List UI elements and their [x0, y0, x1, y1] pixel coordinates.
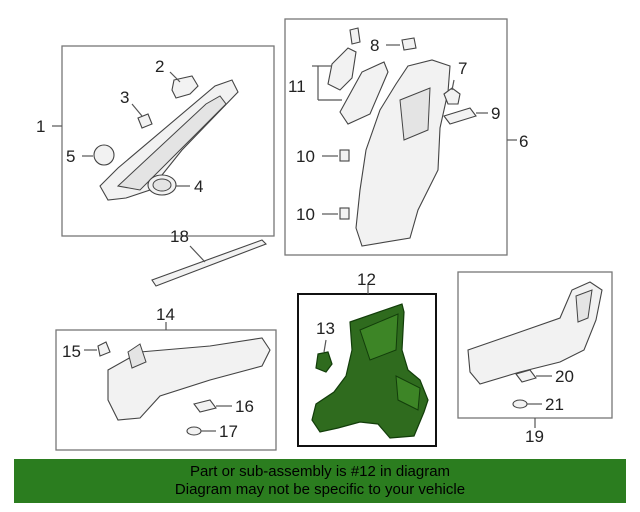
group-19: 19 20 21: [457, 271, 613, 446]
group-1-box: [61, 45, 275, 237]
callout-18: 18: [170, 227, 189, 246]
part-15-clip: [97, 341, 111, 357]
callout-10b: 10: [296, 205, 315, 224]
callout-7: 7: [458, 59, 467, 78]
callout-13: 13: [316, 319, 335, 338]
callout-9: 9: [491, 104, 500, 123]
rear-sill-trim: [467, 281, 603, 385]
callout-12: 12: [357, 270, 376, 289]
banner-line-1: Part or sub-assembly is #12 in diagram: [189, 463, 451, 480]
part-5-grille: [93, 144, 115, 166]
part-17-retainer: [186, 426, 202, 436]
part-16-clip: [193, 399, 217, 413]
callout-6: 6: [519, 132, 528, 151]
callout-17: 17: [219, 422, 238, 441]
banner-line-2: Diagram may not be specific to your vehi…: [174, 481, 466, 498]
part-2-clip: [171, 75, 199, 99]
callout-11: 11: [288, 77, 306, 96]
group-12-box: [297, 293, 437, 447]
b-pillar-lower-trim[interactable]: [311, 303, 429, 439]
callout-10a: 10: [296, 147, 315, 166]
part-8-clip: [401, 37, 417, 51]
info-banner: Part or sub-assembly is #12 in diagram D…: [14, 459, 626, 503]
part-7-bolt: [443, 87, 461, 105]
part-10-clip-lower: [339, 207, 350, 220]
group-6-box: [284, 18, 508, 256]
part-20-clip: [515, 369, 537, 383]
part-13-clip[interactable]: [315, 351, 333, 373]
callout-2: 2: [155, 57, 164, 76]
callout-16: 16: [235, 397, 254, 416]
callout-19: 19: [525, 427, 544, 446]
part-21-retainer: [512, 399, 528, 409]
group-12: 12 13: [297, 270, 437, 447]
part-11-upper: [327, 47, 357, 91]
callout-5: 5: [66, 147, 75, 166]
callout-3: 3: [120, 88, 129, 107]
part-18: 18: [151, 227, 267, 287]
front-sill-trim: [107, 337, 271, 421]
callout-8: 8: [370, 36, 379, 55]
callout-1: 1: [36, 117, 45, 136]
group-6: 6 11 8 7 9 10 10: [284, 18, 528, 256]
callout-15: 15: [62, 342, 81, 361]
group-1: 1 2 3 5 4: [36, 45, 275, 237]
callout-4: 4: [194, 177, 203, 196]
group-14: 14 15 16 17: [55, 305, 277, 451]
callout-14: 14: [156, 305, 175, 324]
callout-20: 20: [555, 367, 574, 386]
part-3-clip: [137, 113, 153, 129]
callout-21: 21: [545, 395, 564, 414]
part-10-clip-upper: [339, 149, 350, 162]
part-18-sill-strip: [151, 239, 267, 287]
part-11-lower: [339, 61, 389, 125]
part-9-clip: [443, 107, 477, 125]
